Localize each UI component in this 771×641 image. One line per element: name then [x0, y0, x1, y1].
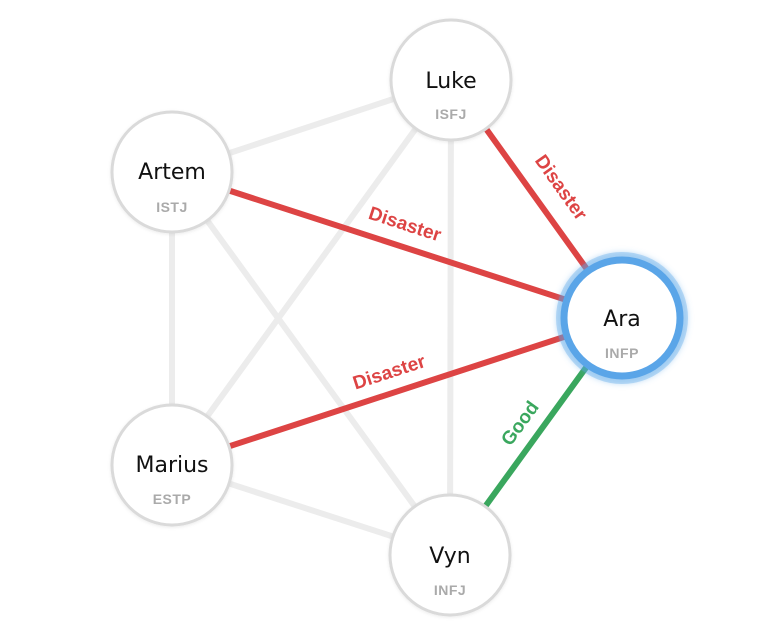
edge-label-vyn-ara: Good	[497, 398, 543, 450]
node-type: ISTJ	[156, 199, 188, 215]
node-artem[interactable]: Artem ISTJ	[110, 110, 234, 234]
edge-marius-ara[interactable]	[169, 315, 625, 468]
node-name: Artem	[138, 160, 206, 185]
node-circle	[560, 256, 684, 380]
edge-label-luke-ara: Disaster	[530, 151, 591, 225]
node-circle	[389, 18, 513, 142]
node-marius[interactable]: Marius ESTP	[110, 403, 234, 527]
node-type: ESTP	[153, 491, 192, 507]
edge-artem-ara[interactable]	[169, 169, 625, 321]
node-circle	[388, 493, 512, 617]
edge-artem-vyn	[169, 169, 453, 558]
node-name: Luke	[425, 69, 476, 94]
node-luke[interactable]: Luke ISFJ	[389, 18, 513, 142]
edge-luke-marius	[169, 77, 454, 468]
node-circle	[110, 403, 234, 527]
node-circle	[110, 110, 234, 234]
edge-luke-vyn	[447, 77, 454, 558]
node-name: Vyn	[429, 544, 470, 569]
node-type: INFJ	[434, 582, 466, 598]
node-type: ISFJ	[435, 106, 467, 122]
node-name: Ara	[603, 307, 641, 332]
node-name: Marius	[135, 453, 208, 478]
node-vyn[interactable]: Vyn INFJ	[388, 493, 512, 617]
node-ara[interactable]: Ara INFP	[556, 252, 688, 384]
node-type: INFP	[605, 345, 639, 361]
